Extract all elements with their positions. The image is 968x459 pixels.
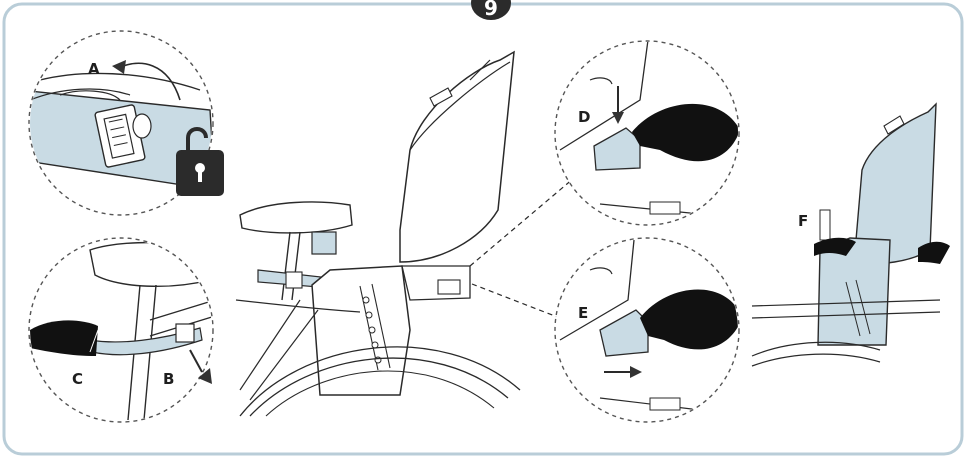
installed-seat-illustration bbox=[752, 104, 950, 366]
label-b: B bbox=[163, 370, 174, 388]
main-seat-illustration bbox=[236, 52, 520, 416]
label-d: D bbox=[578, 108, 590, 126]
detail-circle-bc bbox=[29, 238, 215, 422]
label-e: E bbox=[578, 304, 588, 322]
detail-circle-a bbox=[20, 31, 224, 215]
label-a: A bbox=[88, 60, 100, 78]
detail-circle-d bbox=[555, 40, 740, 225]
label-f: F bbox=[798, 212, 808, 230]
label-c: C bbox=[72, 370, 83, 388]
detail-circle-e bbox=[555, 238, 742, 422]
leader-line-e bbox=[472, 284, 560, 318]
